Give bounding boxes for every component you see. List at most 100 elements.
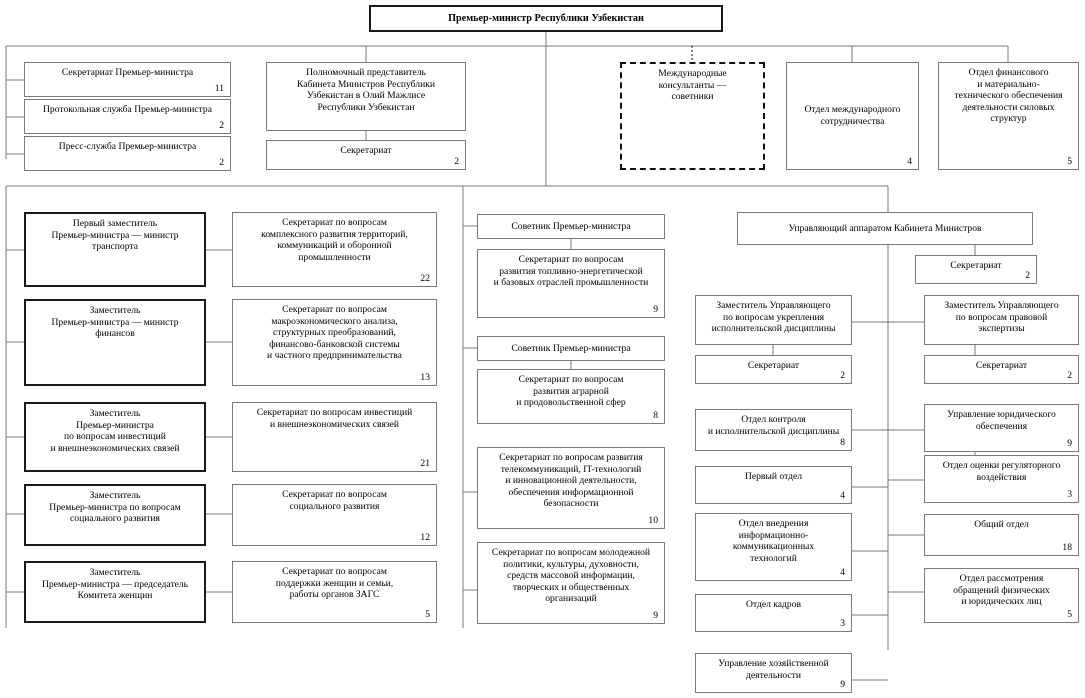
node-title: Секретариат bbox=[340, 145, 392, 156]
staff-count: 11 bbox=[214, 83, 224, 94]
node-pm-protocol-service[interactable]: Протокольная служба Премьер-министра 2 bbox=[24, 99, 231, 134]
staff-count: 8 bbox=[653, 410, 658, 421]
node-administration-head-secretariat[interactable]: Секретариат 2 bbox=[915, 255, 1037, 284]
staff-count: 4 bbox=[840, 490, 845, 501]
staff-count: 2 bbox=[219, 120, 224, 131]
node-cabinet-administration-head[interactable]: Управляющий аппаратом Кабинета Министров bbox=[737, 212, 1033, 245]
node-title: Советник Премьер-министра bbox=[511, 342, 631, 354]
node-title: Секретариат Премьер-министра bbox=[61, 67, 194, 78]
staff-count: 12 bbox=[420, 532, 430, 543]
staff-count: 4 bbox=[907, 156, 912, 167]
node-general-department[interactable]: Общий отдел 18 bbox=[924, 514, 1079, 556]
staff-count: 18 bbox=[1062, 542, 1072, 553]
staff-count: 2 bbox=[219, 157, 224, 168]
staff-count: 9 bbox=[653, 304, 658, 315]
staff-count: 22 bbox=[420, 273, 430, 284]
node-plenipotentiary-secretariat[interactable]: Секретариат 2 bbox=[266, 140, 466, 170]
staff-count: 10 bbox=[648, 515, 658, 526]
staff-count: 13 bbox=[420, 372, 430, 383]
staff-count: 9 bbox=[653, 610, 658, 621]
staff-count: 5 bbox=[425, 609, 430, 620]
node-title: Первый отдел bbox=[744, 471, 803, 482]
staff-count: 2 bbox=[840, 370, 845, 381]
node-hr-department[interactable]: Отдел кадров 3 bbox=[695, 594, 852, 632]
node-title: Отдел кадров bbox=[745, 599, 802, 610]
node-title: Протокольная служба Премьер-министра bbox=[42, 104, 212, 115]
node-title: Секретариат bbox=[975, 360, 1028, 371]
staff-count: 9 bbox=[1067, 438, 1072, 449]
staff-count: 5 bbox=[1067, 609, 1072, 620]
node-title: Общий отдел bbox=[974, 519, 1029, 530]
node-title: Пресс-служба Премьер-министра bbox=[58, 141, 197, 152]
node-title: Секретариат bbox=[950, 260, 1002, 271]
staff-count: 3 bbox=[840, 618, 845, 629]
node-pm-advisor-1[interactable]: Советник Премьер-министра bbox=[477, 214, 665, 239]
node-title: Премьер-министр Республики Узбекистан bbox=[448, 12, 644, 24]
staff-count: 3 bbox=[1067, 489, 1072, 500]
node-pm-press-service[interactable]: Пресс-служба Премьер-министра 2 bbox=[24, 136, 231, 171]
node-title: Советник Премьер-министра bbox=[511, 220, 631, 232]
node-prime-minister[interactable]: Премьер-министр Республики Узбекистан bbox=[369, 5, 723, 32]
staff-count: 8 bbox=[840, 437, 845, 448]
staff-count: 2 bbox=[454, 156, 459, 167]
staff-count: 2 bbox=[1067, 370, 1072, 381]
node-first-department[interactable]: Первый отдел 4 bbox=[695, 466, 852, 504]
staff-count: 21 bbox=[420, 458, 430, 469]
staff-count: 9 bbox=[840, 679, 845, 690]
node-deputy-discipline-secretariat[interactable]: Секретариат 2 bbox=[695, 355, 852, 384]
node-pm-advisor-2[interactable]: Советник Премьер-министра bbox=[477, 336, 665, 361]
node-deputy-legal-secretariat[interactable]: Секретариат 2 bbox=[924, 355, 1079, 384]
node-title: Секретариат bbox=[747, 360, 800, 371]
node-pm-secretariat[interactable]: Секретариат Премьер-министра 11 bbox=[24, 62, 231, 97]
